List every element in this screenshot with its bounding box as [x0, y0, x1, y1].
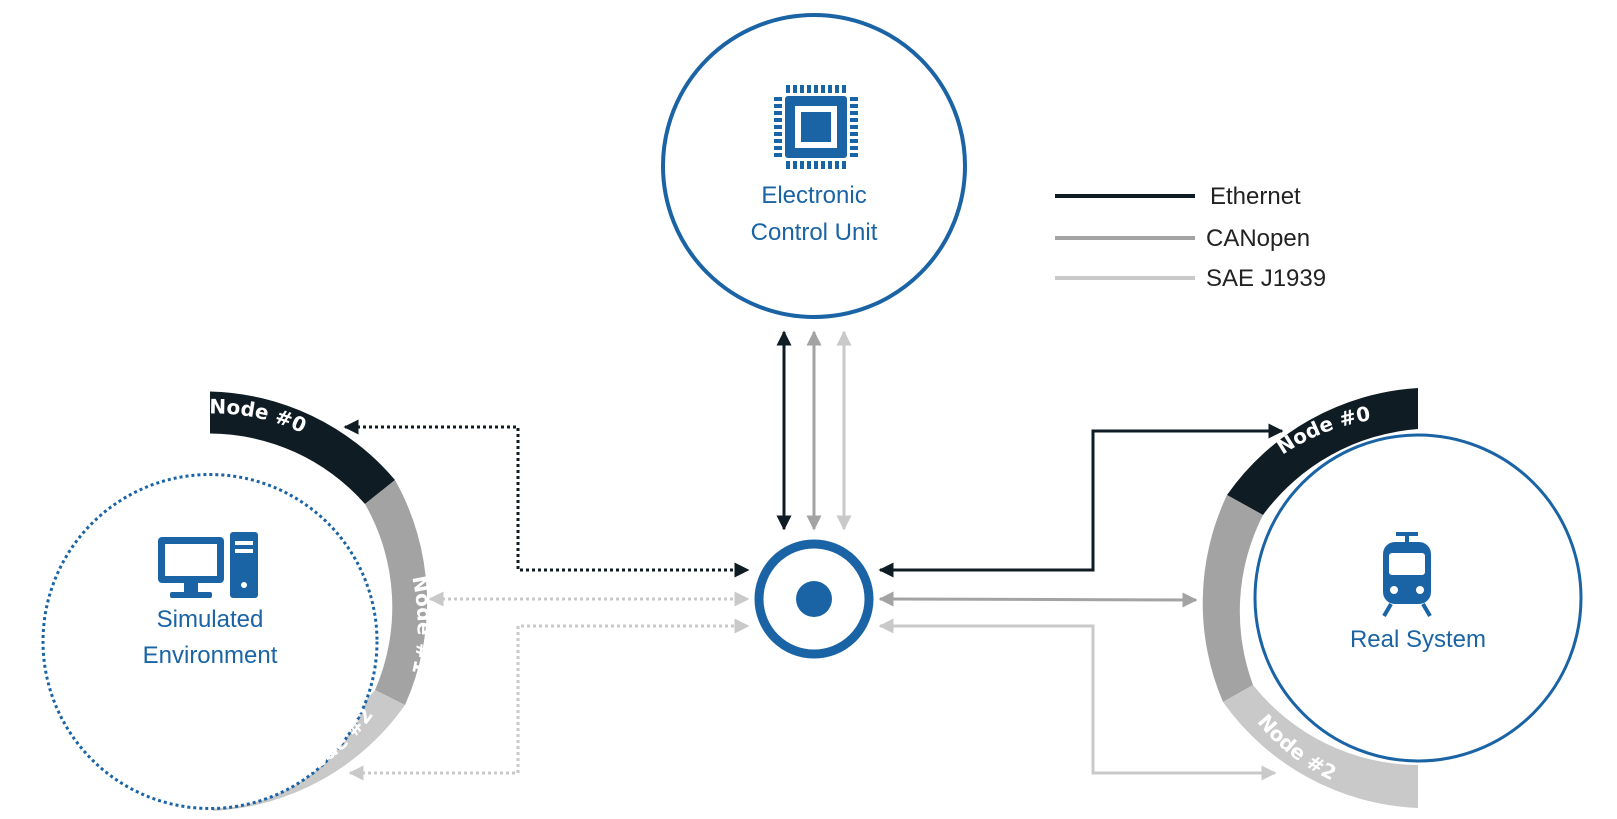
ecu-block: Electronic Control Unit [661, 13, 967, 319]
desktop-computer-icon [158, 532, 258, 598]
right-j1939-link [878, 618, 1277, 781]
simulated-label-line1: Simulated [157, 606, 264, 633]
real-system: Node #0 Node #1 Node #2 Real System [1170, 388, 1583, 808]
central-hub [754, 539, 874, 659]
legend-canopen-label: CANopen [1206, 225, 1310, 252]
left-ethernet-link [343, 419, 750, 578]
hub-dot [796, 581, 832, 617]
right-node1-label: Node #1 [1170, 574, 1199, 677]
right-canopen-link [878, 591, 1198, 608]
left-j1939-link [348, 618, 750, 781]
simulated-label-line2: Environment [143, 642, 278, 669]
right-connectors [878, 423, 1284, 781]
tram-icon [1382, 532, 1432, 618]
right-ethernet-link [878, 423, 1284, 578]
ecu-label-line1: Electronic [761, 182, 866, 209]
left-connectors [343, 419, 750, 781]
ecu-label-line2: Control Unit [751, 219, 878, 246]
simulated-environment: Node #0 Node #1 Node #2 Simulated Enviro… [41, 391, 437, 811]
cpu-chip-icon [774, 85, 858, 169]
legend-ethernet-label: Ethernet [1210, 183, 1301, 210]
legend-j1939-label: SAE J1939 [1206, 265, 1326, 292]
real-system-label: Real System [1350, 626, 1486, 653]
ecu-connectors [776, 330, 852, 531]
legend: Ethernet CANopen SAE J1939 [1055, 183, 1326, 292]
